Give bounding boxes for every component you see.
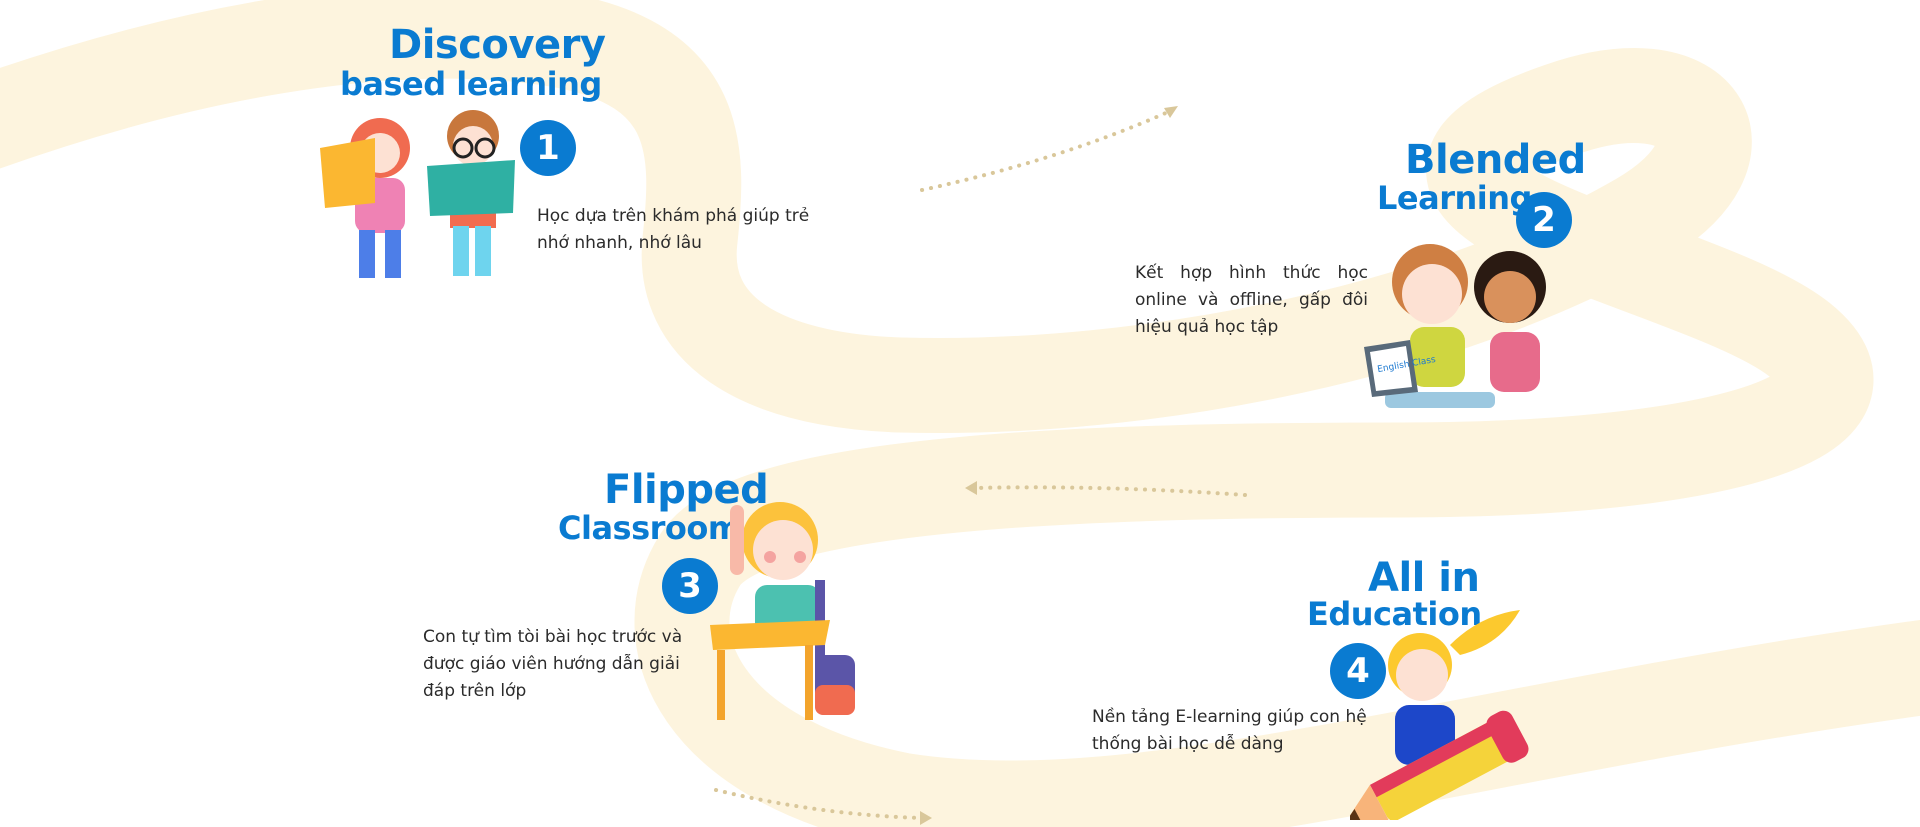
- step-description: Con tự tìm tòi bài học trước và được giá…: [423, 627, 683, 701]
- step-title-line2: Classroom: [558, 509, 741, 547]
- step-description: Học dựa trên khám phá giúp trẻ nhớ nhanh…: [537, 206, 810, 253]
- step-title-line1: Flipped: [604, 467, 769, 513]
- step-description: Nền tảng E-learning giúp con hệ thống bà…: [1092, 707, 1367, 754]
- arrowhead-icon: [965, 481, 977, 495]
- kids-with-laptop-illustration: English Class: [1364, 244, 1546, 408]
- step-title-line1: All in: [1368, 555, 1480, 601]
- step-description: Kết hợp hình thức học online và offline,…: [1135, 263, 1368, 337]
- step-title-line2: Learning: [1377, 179, 1532, 217]
- kids-reading-books-illustration: [320, 110, 515, 278]
- step-number-badge: 4: [1330, 643, 1386, 699]
- step-number-badge: 2: [1516, 192, 1572, 248]
- dotted-arrow-1-to-2: [920, 110, 1170, 192]
- arrowhead-icon: [1164, 106, 1178, 118]
- step-title-line1: Blended: [1405, 137, 1586, 183]
- step-title-line2: based learning: [340, 65, 602, 103]
- girl-riding-pencil-illustration: [1350, 610, 1529, 820]
- kid-at-desk-illustration: [710, 502, 855, 720]
- step-number-badge: 1: [520, 120, 576, 176]
- step-title-line2: Education: [1307, 595, 1482, 633]
- dotted-arrow-2-to-3: [973, 485, 1247, 497]
- arrowhead-icon: [920, 811, 932, 825]
- dotted-arrow-3-to-4: [714, 788, 924, 820]
- step-title-line1: Discovery: [389, 22, 606, 68]
- step-number-badge: 3: [662, 558, 718, 614]
